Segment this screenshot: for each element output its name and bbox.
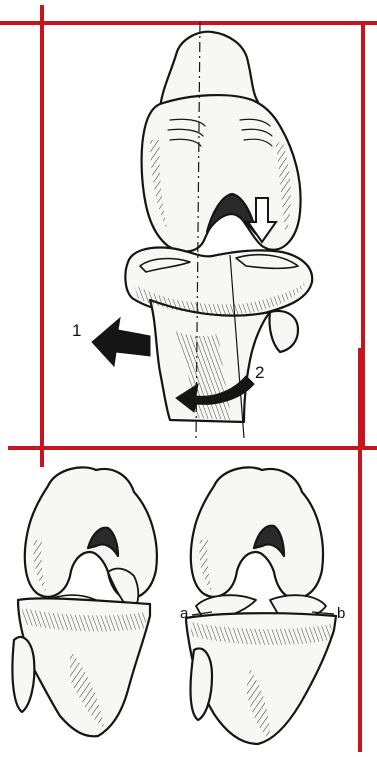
- left-fibula: [12, 637, 34, 712]
- label-meniscus-b: b: [337, 606, 345, 621]
- femur-condyles: [142, 95, 301, 251]
- right-femur: [191, 467, 323, 598]
- fibula-head: [269, 311, 298, 352]
- top-knee-figure: [125, 32, 312, 422]
- left-femur: [25, 467, 157, 598]
- label-arrow-1: 1: [72, 322, 81, 339]
- label-arrow-2: 2: [255, 364, 264, 381]
- right-fibula: [191, 648, 212, 720]
- bottom-left-knee-figure: [12, 467, 156, 736]
- translate-left-arrow-icon: [92, 318, 150, 366]
- label-meniscus-a: a: [180, 606, 188, 621]
- bottom-right-knee-figure: [186, 467, 336, 744]
